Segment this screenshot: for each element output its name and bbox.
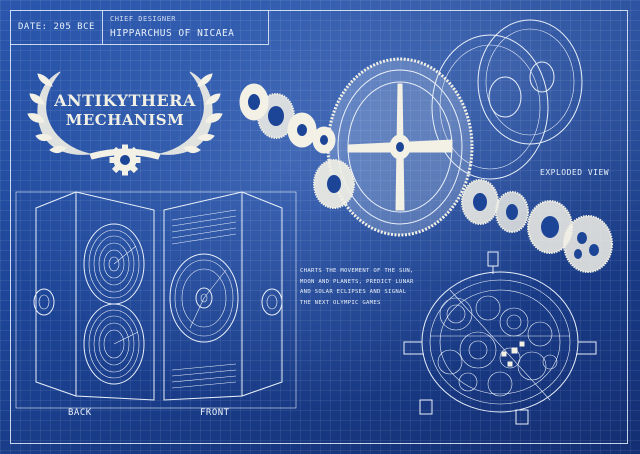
case-drawing (15, 191, 297, 409)
mechanism-description: CHARTS THE MOVEMENT OF THE SUN, MOON AND… (300, 268, 414, 306)
front-panel-diagram (163, 191, 283, 401)
designer-role-label: CHIEF DESIGNER (110, 15, 177, 23)
gear-train-right (461, 179, 613, 273)
assembled-mechanism-diagram (403, 251, 597, 425)
exploded-gear-diagram (239, 19, 613, 273)
main-crown-gear (326, 57, 474, 237)
drawing-border (10, 10, 628, 444)
back-panel-diagram (33, 191, 155, 401)
gear-train-left (239, 83, 355, 209)
title-block-divider (102, 10, 103, 44)
large-gear-plate (431, 19, 583, 180)
title-line-1: ANTIKYTHERA (54, 91, 196, 110)
designer-name-label: HIPPARCHUS OF NICAEA (110, 28, 235, 39)
date-label: DATE: 205 BCE (18, 22, 95, 32)
title-emblem: ANTIKYTHERA MECHANISM (27, 64, 223, 176)
exploded-view-label: EXPLODED VIEW (540, 168, 610, 177)
title-line-2: MECHANISM (65, 111, 185, 129)
back-view-label: BACK (68, 408, 92, 418)
front-view-label: FRONT (200, 408, 230, 418)
title-block: DATE: 205 BCE CHIEF DESIGNER HIPPARCHUS … (10, 10, 269, 45)
laurel-wreath-icon (27, 71, 223, 176)
